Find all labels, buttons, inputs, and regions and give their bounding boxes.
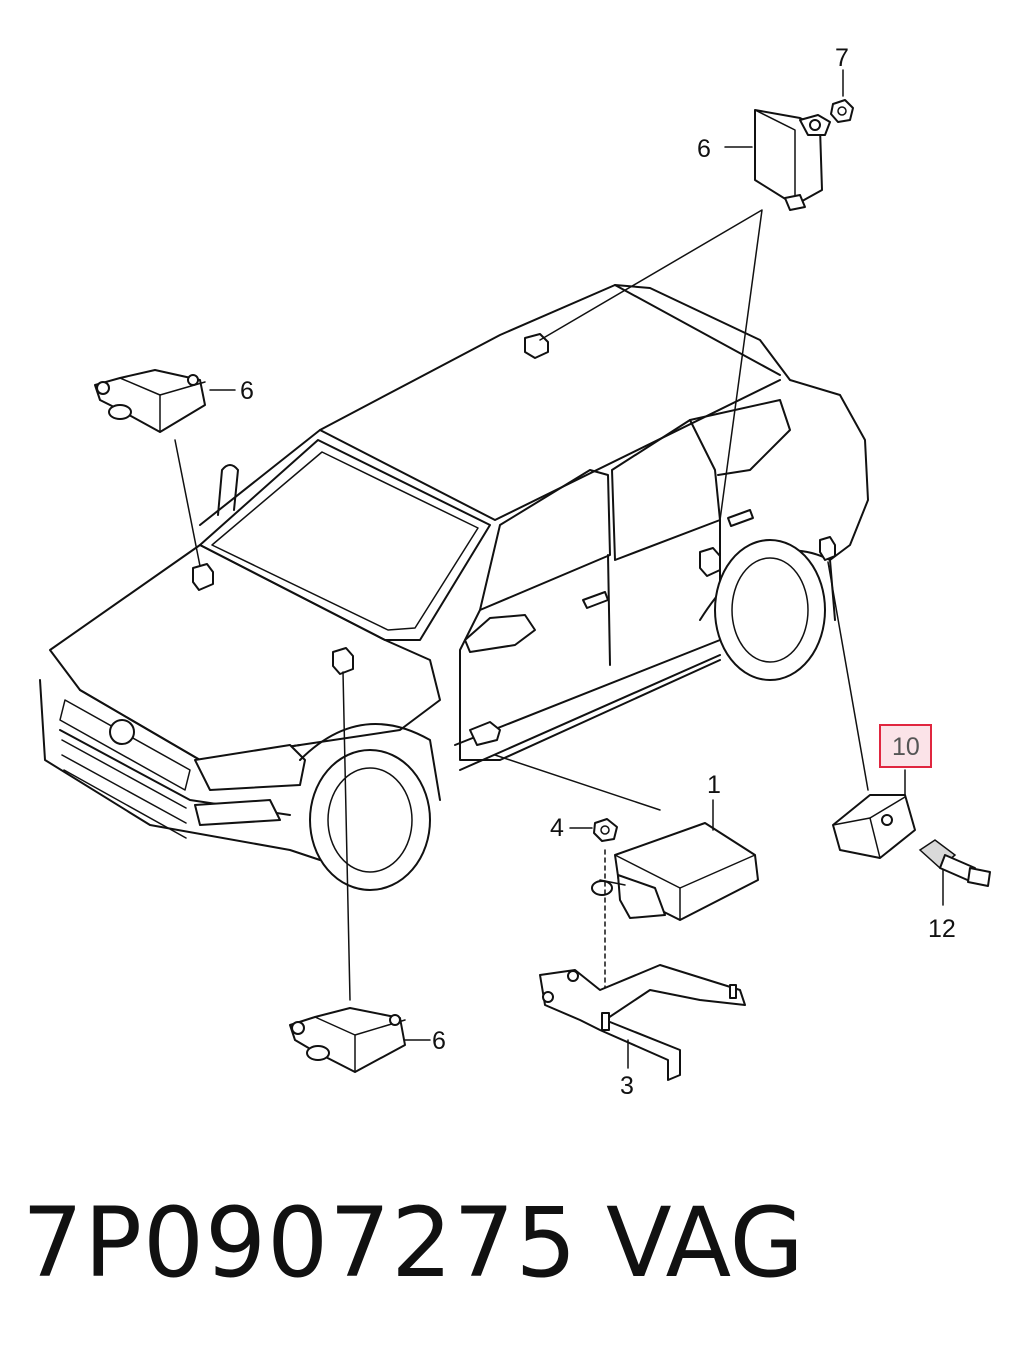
marker-c-pillar [699, 547, 721, 577]
vehicle-illustration [39, 284, 869, 891]
callout-4: 4 [550, 814, 564, 842]
marker-roof [524, 333, 549, 359]
marker-a-pillar [332, 647, 354, 675]
nut-7 [830, 69, 854, 123]
callout-1: 1 [707, 771, 721, 799]
valve-12 [918, 839, 991, 906]
tpms-sensor-10 [832, 769, 916, 859]
sensor-6-top [754, 109, 831, 211]
part-number: 7P0907275 [22, 1187, 578, 1299]
callout-3: 3 [620, 1072, 634, 1100]
callout-labels: 7 6 6 10 1 4 12 6 3 [240, 44, 956, 1100]
sensor-6-bottom [289, 1007, 431, 1073]
nut-4 [569, 818, 618, 1021]
control-unit-1 [591, 799, 759, 921]
bracket-3 [539, 964, 746, 1081]
brand-label: VAG [606, 1187, 804, 1299]
callout-12: 12 [928, 915, 956, 943]
marker-rear-wheel [819, 536, 836, 561]
leader-lines [174, 209, 869, 1001]
callout-6-top: 6 [697, 135, 711, 163]
callout-10: 10 [892, 733, 920, 761]
callout-7: 7 [835, 44, 849, 72]
marker-sill [469, 721, 501, 746]
parts-diagram: 7 6 6 10 1 4 12 6 3 [39, 44, 991, 1100]
sensor-location-markers [192, 333, 836, 746]
callout-6-left: 6 [240, 377, 254, 405]
sensor-6-left [94, 369, 236, 433]
callout-6-bottom: 6 [432, 1027, 446, 1055]
marker-windshield [192, 563, 214, 591]
highlight-box-10 [879, 724, 932, 768]
